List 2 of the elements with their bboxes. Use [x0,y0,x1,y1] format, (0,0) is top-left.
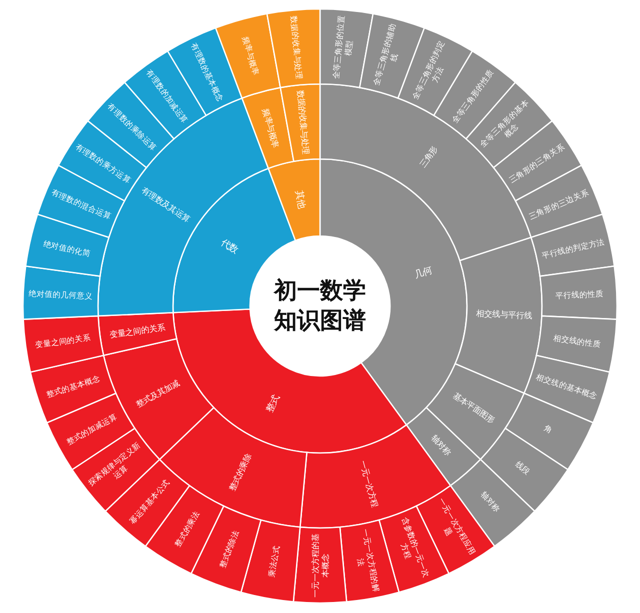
ring-segment: 数据的收集与处理 [280,83,321,162]
ring-segment: 其他 [268,158,321,242]
